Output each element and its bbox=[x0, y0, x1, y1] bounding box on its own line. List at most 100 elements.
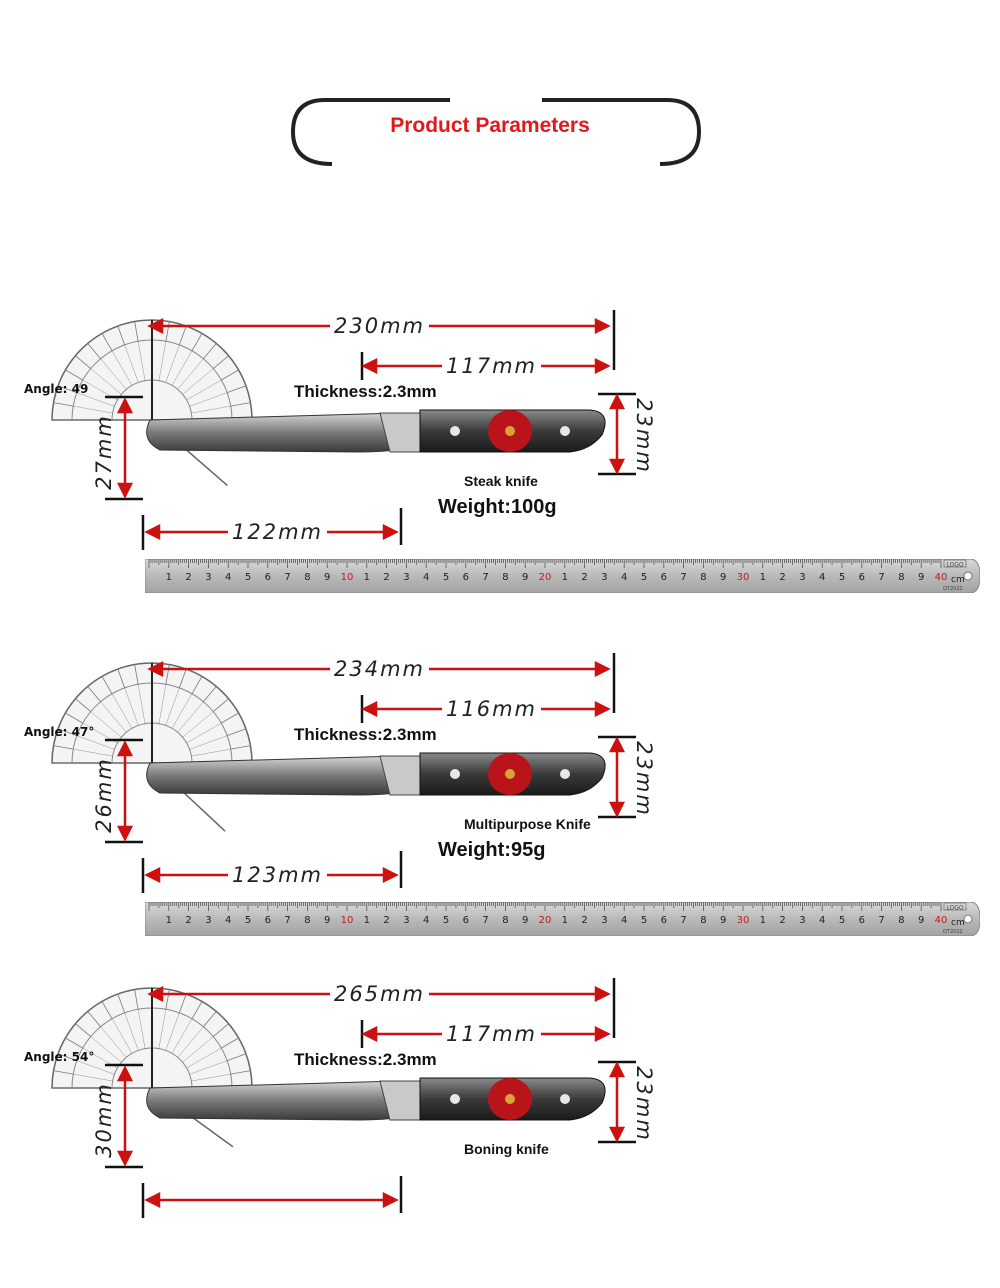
ruler-label: 6 bbox=[661, 915, 667, 926]
ruler-label: 1 bbox=[562, 915, 568, 926]
ruler-label: 7 bbox=[878, 915, 884, 926]
ruler-label: 3 bbox=[799, 915, 805, 926]
protractor-tick bbox=[65, 369, 83, 381]
protractor-tick bbox=[75, 1023, 91, 1037]
thickness-label: Thickness:2.3mm bbox=[294, 1050, 437, 1069]
handle-width-label: 23mm bbox=[631, 398, 656, 474]
protractor-tick bbox=[230, 745, 251, 750]
total-length-label: 234mm bbox=[330, 657, 429, 681]
knife-section-2: Angle: 47° 234mm 116mm 23mm 26mm 123mm T… bbox=[0, 643, 1000, 963]
ruler-label: 9 bbox=[918, 572, 924, 583]
protractor-ray bbox=[90, 711, 122, 738]
ruler-label: 9 bbox=[324, 915, 330, 926]
ruler-label: 5 bbox=[641, 915, 647, 926]
protractor-ray bbox=[158, 1009, 167, 1049]
protractor-ray bbox=[100, 358, 127, 390]
protractor-tick bbox=[87, 1011, 101, 1027]
protractor-ray bbox=[76, 392, 115, 407]
dimension-drawing bbox=[51, 653, 636, 893]
ruler-label: 5 bbox=[245, 572, 251, 583]
protractor-tick bbox=[117, 993, 126, 1013]
protractor-tick bbox=[227, 385, 247, 394]
protractor-tick bbox=[57, 1053, 77, 1062]
knife-illustration bbox=[146, 752, 606, 796]
ruler-label: 4 bbox=[423, 572, 429, 583]
protractor-ray bbox=[189, 392, 228, 407]
ruler-label: 7 bbox=[284, 915, 290, 926]
protractor-ray bbox=[165, 344, 180, 383]
protractor-icon bbox=[51, 319, 253, 487]
ruler-label: 4 bbox=[423, 915, 429, 926]
ruler-label: 6 bbox=[859, 572, 865, 583]
protractor-ray bbox=[186, 379, 222, 401]
protractor-ray bbox=[158, 341, 167, 381]
ruler-label: 20 bbox=[539, 915, 552, 926]
protractor-ray bbox=[186, 1047, 222, 1069]
ruler-label: 1 bbox=[760, 915, 766, 926]
protractor-tick bbox=[203, 1011, 217, 1027]
weight-label: Weight:100g bbox=[438, 496, 557, 518]
protractor-tick bbox=[178, 993, 187, 1013]
protractor-ray bbox=[171, 1018, 193, 1054]
ruler-label: 8 bbox=[898, 572, 904, 583]
protractor-tick bbox=[191, 333, 203, 351]
angle-label: Angle: 49 bbox=[24, 382, 89, 396]
protractor-ray bbox=[189, 735, 228, 750]
ruler-model-label: QT2022 bbox=[943, 586, 963, 592]
protractor-ray bbox=[191, 748, 231, 757]
protractor-ray bbox=[165, 1012, 180, 1051]
protractor-ray bbox=[191, 1073, 231, 1082]
total-length-label: 265mm bbox=[330, 982, 429, 1006]
protractor-ray bbox=[191, 405, 231, 414]
protractor-ray bbox=[158, 684, 167, 724]
ruler-label: 20 bbox=[539, 572, 552, 583]
thickness-label: Thickness:2.3mm bbox=[294, 382, 437, 401]
ruler-label: 1 bbox=[364, 572, 370, 583]
protractor-tick bbox=[213, 698, 229, 712]
ruler-label: 8 bbox=[502, 572, 508, 583]
protractor-ray bbox=[73, 1073, 113, 1082]
ruler-label: 1 bbox=[166, 915, 172, 926]
protractor-tick bbox=[230, 1070, 251, 1075]
protractor-tick bbox=[134, 321, 139, 342]
ruler-label: 5 bbox=[443, 915, 449, 926]
ruler-label: 3 bbox=[205, 572, 211, 583]
protractor-tick bbox=[117, 325, 126, 345]
protractor-icon bbox=[51, 662, 253, 832]
protractor-ray bbox=[171, 693, 193, 729]
protractor-tick bbox=[134, 664, 139, 685]
ruler-label: 9 bbox=[918, 915, 924, 926]
protractor-ray bbox=[137, 1009, 146, 1049]
angle-label: Angle: 47° bbox=[24, 725, 95, 739]
protractor-tick bbox=[191, 1001, 203, 1019]
protractor-tick bbox=[65, 712, 83, 724]
protractor-tick bbox=[221, 1037, 239, 1049]
protractor-tick bbox=[203, 343, 217, 359]
ruler-label: 30 bbox=[737, 915, 750, 926]
ruler-label: 1 bbox=[760, 572, 766, 583]
ruler-label: 6 bbox=[859, 915, 865, 926]
total-length-label: 230mm bbox=[330, 314, 429, 338]
protractor-ray bbox=[182, 1036, 214, 1063]
protractor-ray bbox=[111, 350, 133, 386]
ruler-label: 2 bbox=[581, 572, 587, 583]
ruler-label: 8 bbox=[304, 572, 310, 583]
handle-length-label: 122mm bbox=[228, 520, 327, 544]
ruler-label: 2 bbox=[581, 915, 587, 926]
knife-section-1: Angle: 49 230mm 117mm 23mm 27mm 122mm Th… bbox=[0, 300, 1000, 620]
ruler-label: 2 bbox=[383, 572, 389, 583]
ruler-label: 2 bbox=[185, 915, 191, 926]
ruler-model-label: QT2022 bbox=[943, 929, 963, 935]
protractor-ray bbox=[76, 735, 115, 750]
blade-height-label: 30mm bbox=[91, 1082, 116, 1158]
protractor-ray bbox=[137, 684, 146, 724]
ruler-label: 1 bbox=[166, 572, 172, 583]
protractor-tick bbox=[203, 686, 217, 702]
ruler-label: 5 bbox=[245, 915, 251, 926]
ruler-label: 9 bbox=[720, 572, 726, 583]
protractor-tick bbox=[101, 676, 113, 694]
dimension-drawing bbox=[51, 978, 636, 1218]
blade-height-label: 27mm bbox=[91, 414, 116, 490]
